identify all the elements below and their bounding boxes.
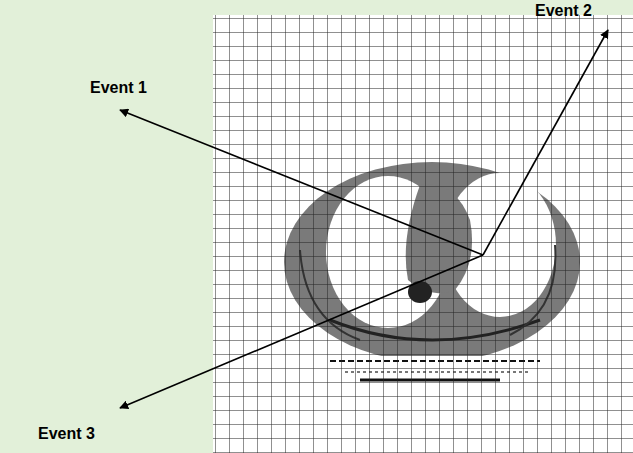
event-arrow (483, 30, 608, 255)
event-arrow (120, 255, 483, 408)
event-arrows (120, 30, 608, 408)
event-label: Event 2 (535, 1, 592, 20)
event-arrow (120, 110, 483, 255)
event-label: Event 3 (38, 424, 95, 443)
pixel-grid (213, 15, 633, 453)
image-panel (213, 15, 633, 453)
event-label: Event 1 (90, 78, 147, 97)
